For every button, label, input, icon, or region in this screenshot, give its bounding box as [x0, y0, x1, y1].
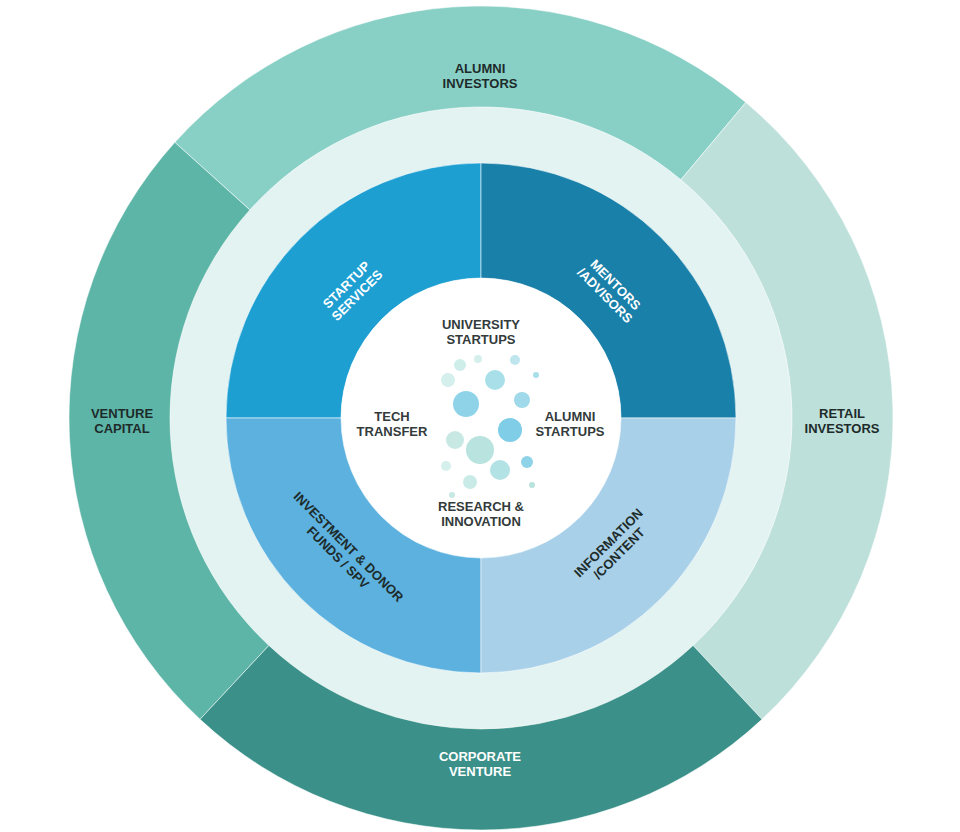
node-label: CORPORATE VENTURE	[430, 749, 530, 780]
node-label: TECH TRANSFER	[347, 409, 437, 440]
decor-dot	[510, 355, 520, 365]
center-circle-fill	[341, 278, 621, 558]
decor-dot	[466, 436, 494, 464]
decor-dot	[474, 355, 482, 363]
service-quadrant-fill	[226, 163, 481, 418]
node-label: VENTURE CAPITAL	[82, 406, 162, 437]
investor-band-fill	[200, 645, 762, 830]
decor-dot	[485, 370, 505, 390]
decor-dot	[446, 431, 464, 449]
node-label: INVESTMENT & DONOR FUNDS / SPV	[272, 481, 414, 623]
node-label: ALUMNI STARTUPS	[525, 409, 615, 440]
node-label: STARTUP SERVICES	[306, 244, 398, 336]
decor-dot	[463, 475, 477, 489]
investor-band-fill	[681, 102, 893, 719]
service-quadrant-fill	[481, 418, 736, 673]
service-quadrant-fill	[481, 163, 736, 418]
node-label: MENTORS /ADVISORS	[564, 244, 656, 336]
decor-dot	[533, 372, 539, 378]
node-label: RETAIL INVESTORS	[797, 406, 887, 437]
decor-dot	[490, 460, 510, 480]
decor-dot	[449, 492, 455, 498]
node-label: UNIVERSITY STARTUPS	[426, 317, 536, 348]
node-label: INFORMATION /CONTENT	[561, 495, 668, 602]
light-ring	[170, 107, 792, 729]
decor-dot	[453, 391, 479, 417]
service-quadrant-fill	[226, 418, 481, 673]
decor-dot	[521, 456, 533, 468]
investor-band-fill	[69, 142, 269, 719]
decor-dot	[441, 461, 451, 471]
decor-dot	[498, 418, 522, 442]
decor-dot	[514, 392, 530, 408]
decor-dot	[529, 482, 535, 488]
investor-band-fill	[175, 6, 746, 210]
decor-dot	[454, 359, 466, 371]
node-label: ALUMNI INVESTORS	[435, 61, 525, 92]
decor-dot	[441, 373, 455, 387]
node-label: RESEARCH & INNOVATION	[421, 499, 541, 530]
